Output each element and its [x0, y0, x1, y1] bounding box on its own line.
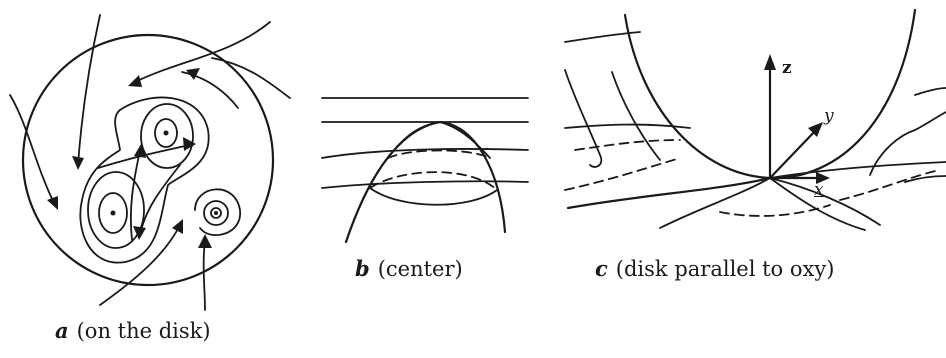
trajectory-left-arc: [9, 94, 56, 206]
caption-panel-a: a (on the disk): [55, 318, 211, 343]
y-axis-arrow: [808, 122, 823, 137]
focus-right-outer: [203, 200, 229, 226]
trajectory-top-right: [134, 21, 271, 83]
panel-c-caption: (disk parallel to oxy): [615, 257, 835, 281]
arrow-head: [186, 68, 200, 80]
arrow-head: [72, 156, 84, 170]
right-structure: [869, 111, 946, 176]
surface-left-upper: [564, 123, 691, 129]
hidden-curve-left-upper: [574, 139, 681, 151]
caption-panel-b: b (center): [355, 256, 463, 281]
rim-top-left: [564, 31, 641, 43]
z-axis-label: z: [782, 58, 792, 78]
trajectory-bottom-right: [202, 239, 206, 311]
center-point-left: [110, 210, 116, 216]
arrow-head: [134, 144, 146, 158]
lens-upper-solid: [387, 121, 491, 159]
orbit-left-inner: [98, 192, 128, 234]
arrow-head: [133, 226, 146, 240]
lens-lower-dash: [369, 171, 498, 191]
focus-right-loop: [194, 188, 241, 237]
y-axis-label: y: [824, 106, 834, 126]
orbit-top-middle: [140, 103, 194, 169]
panel-b-drawing: [321, 97, 529, 244]
level-line-4: [321, 180, 529, 189]
saddle-curve-right: [769, 161, 946, 179]
right-tail: [904, 175, 946, 183]
saddle-curve-left: [566, 176, 772, 210]
arrow-head: [198, 234, 212, 248]
hidden-curve-right: [839, 169, 941, 201]
panel-b-letter: b: [355, 256, 370, 281]
focus-right-inner: [210, 207, 222, 219]
lens-upper-dash: [387, 149, 491, 159]
z-axis-arrow: [764, 54, 776, 70]
rim-right: [914, 87, 946, 96]
trajectory-diagonal: [139, 164, 181, 236]
trajectory-right-arc: [211, 57, 291, 99]
y-axis: [768, 126, 820, 180]
surface-left-mid: [611, 71, 661, 161]
panel-a-letter: a: [55, 318, 69, 343]
panel-a-caption: (on the disk): [76, 319, 211, 343]
disk-boundary: [21, 33, 275, 287]
orbit-left-middle: [87, 171, 145, 249]
panel-c-drawing: [564, 8, 946, 231]
trajectory-inner-up: [129, 149, 141, 241]
arrow-head: [183, 137, 196, 151]
arrow-head: [128, 75, 142, 87]
trajectory-bottom-left: [99, 224, 181, 306]
x-axis-arrow: [816, 172, 830, 184]
focus-right-point: [214, 211, 218, 215]
panel-a-drawing: [9, 14, 291, 311]
orbit-top-inner: [154, 118, 178, 148]
panel-c-letter: c: [595, 256, 608, 281]
center-point-top: [163, 130, 169, 136]
lens-lower-solid: [369, 187, 498, 206]
saddle-lower: [659, 177, 866, 231]
panel-b-caption: (center): [377, 257, 463, 281]
hidden-curve-left: [564, 157, 681, 191]
caption-panel-c: c (disk parallel to oxy): [595, 256, 834, 281]
surface-left-hook: [564, 69, 603, 168]
arrow-head: [47, 196, 58, 210]
x-axis-label: x: [814, 180, 824, 200]
trajectory-top-entry: [77, 14, 101, 166]
saddle-upper-right: [769, 177, 881, 226]
trajectory-mid-right: [181, 71, 239, 109]
level-line-3: [321, 148, 529, 159]
arrow-head: [172, 219, 183, 234]
separatrix-loop: [79, 96, 210, 264]
